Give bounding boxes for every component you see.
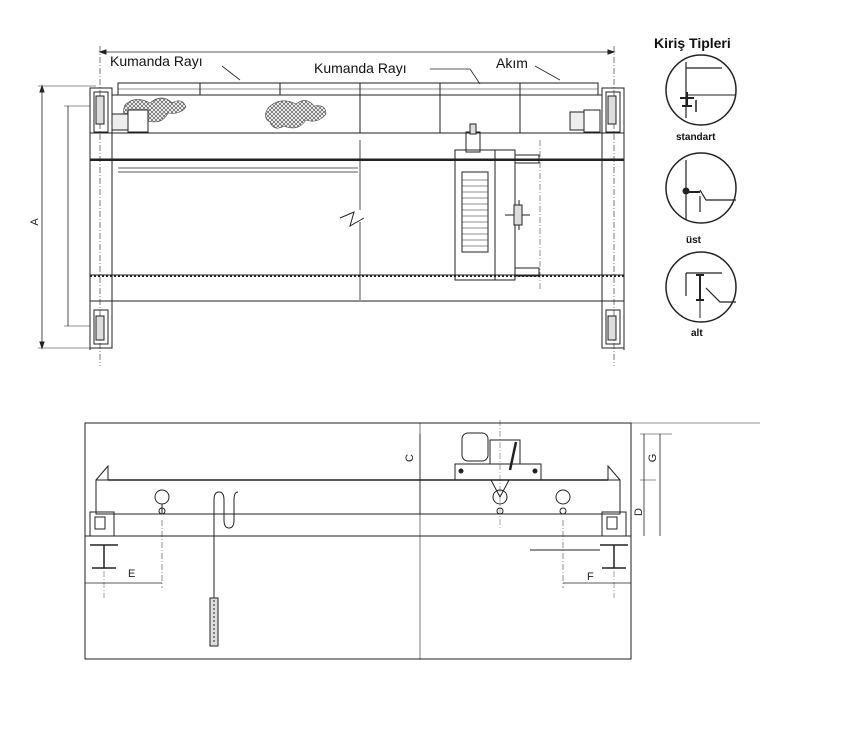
top-view	[38, 46, 625, 366]
kiris-tipleri-title: Kiriş Tipleri	[654, 35, 731, 51]
kumanda-rayi-label-center: Kumanda Rayı	[314, 60, 407, 76]
dimension-f-label: F	[587, 571, 594, 583]
girder-type-standart	[665, 54, 737, 126]
dimension-e-label: E	[128, 568, 135, 580]
girder-type-label-ust: üst	[686, 235, 702, 246]
dimension-g-label: G	[647, 454, 659, 463]
dimension-d-label: D	[633, 508, 645, 516]
front-view	[84, 420, 760, 660]
kumanda-rayi-label-left: Kumanda Rayı	[110, 53, 203, 69]
girder-type-alt	[665, 251, 737, 323]
girder-type-ust	[665, 152, 737, 224]
girder-type-label-alt: alt	[691, 328, 703, 339]
dimension-a-label: A	[29, 218, 41, 226]
akim-label: Akım	[496, 55, 528, 71]
girder-type-label-standart: standart	[676, 132, 716, 143]
dimension-c-label: C	[404, 454, 416, 462]
